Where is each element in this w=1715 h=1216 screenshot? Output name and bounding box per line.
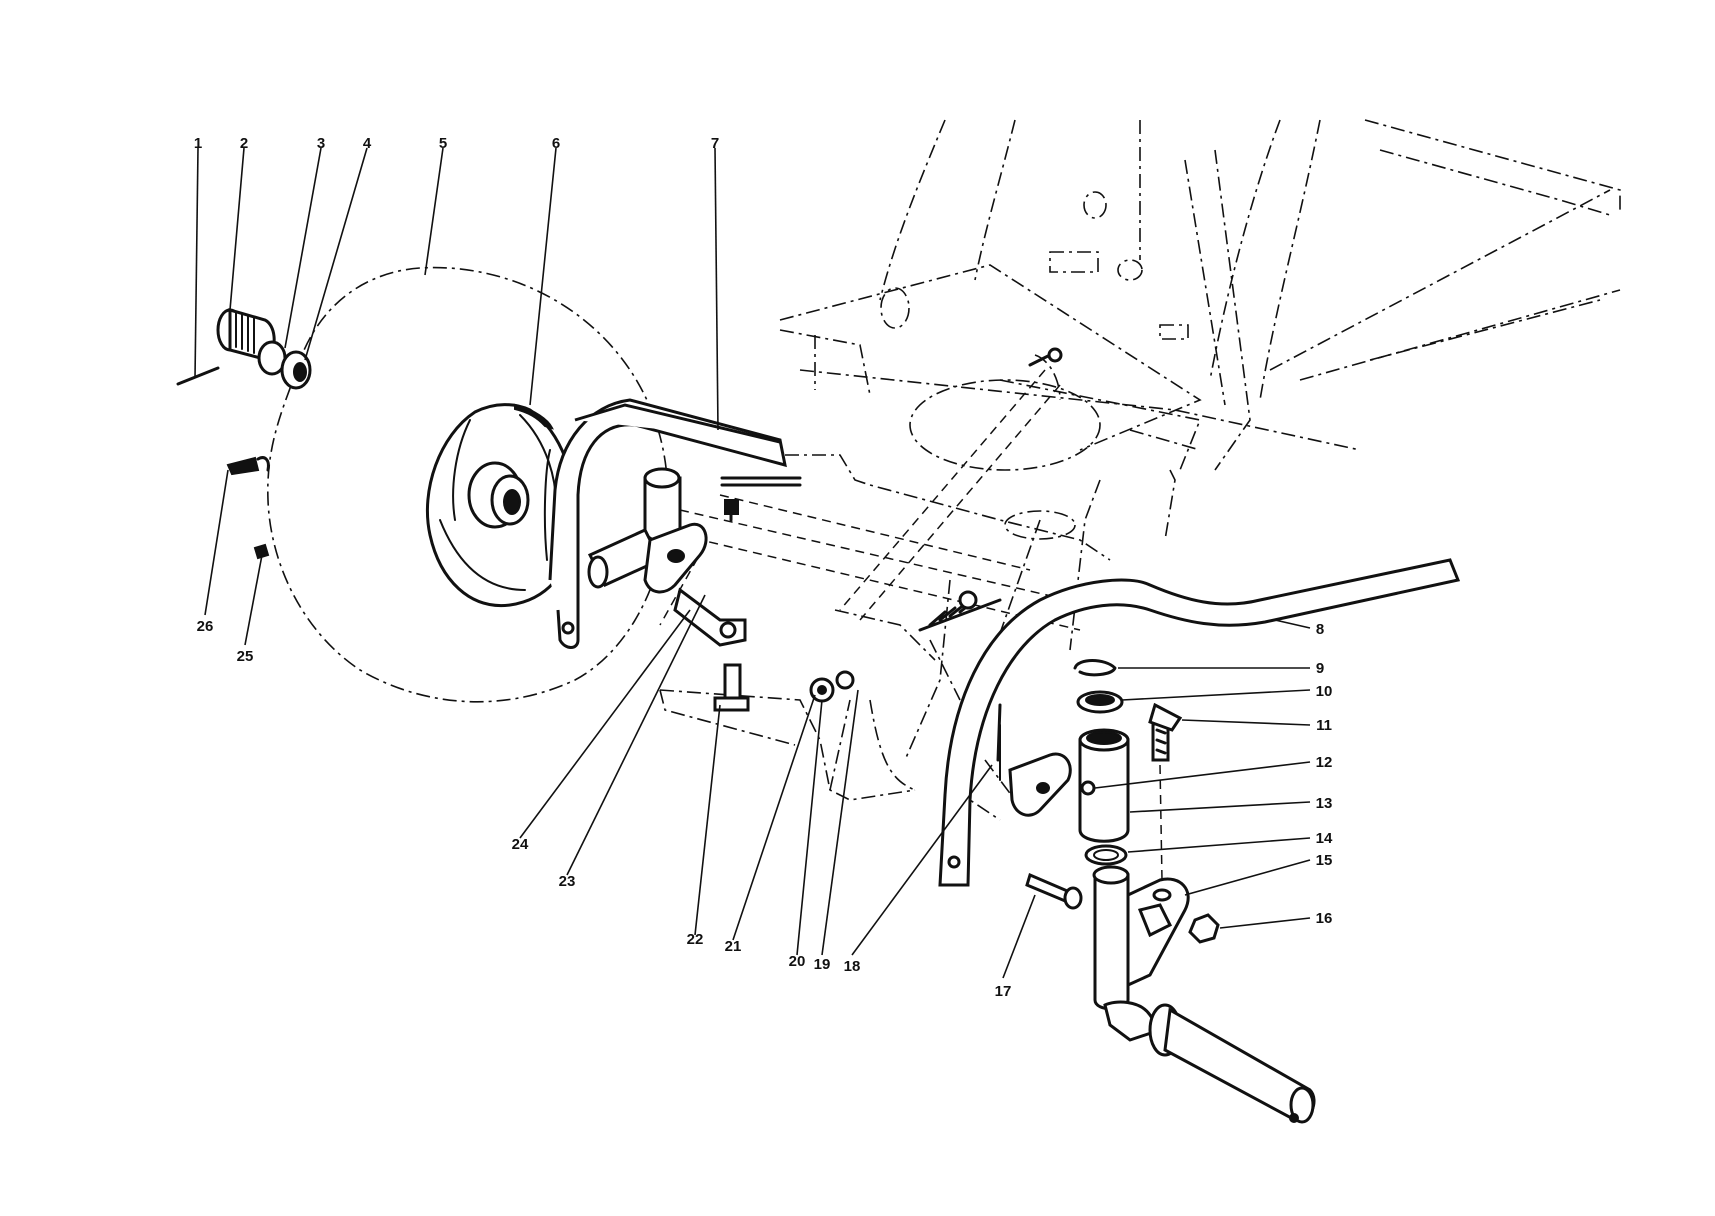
callout-labels: 1 2 3 4 5 6 7 8 9 10 11 12 13 14 15 16 1…: [194, 135, 1333, 1000]
spindle-left: [587, 522, 708, 594]
callout-21: 21: [725, 938, 742, 955]
callout-2: 2: [240, 135, 248, 152]
tie-rod: [918, 347, 1063, 632]
callout-20: 20: [789, 953, 806, 970]
bushing: [1076, 690, 1124, 714]
spindle-assembly: [1092, 865, 1316, 1124]
callout-22: 22: [687, 931, 704, 948]
hidden-axle-lines: [659, 369, 1091, 631]
axle-bracket-left: [543, 398, 787, 649]
callout-26: 26: [197, 618, 214, 635]
callout-16: 16: [1316, 910, 1333, 927]
callout-4: 4: [363, 135, 372, 152]
steering-arm-left: [673, 587, 747, 647]
spindle-bushings: [1073, 659, 1183, 881]
pivot-right: [996, 703, 1083, 910]
callout-12: 12: [1316, 754, 1333, 771]
callout-25: 25: [237, 648, 254, 665]
axle-bracket-right: [938, 558, 1461, 887]
washer-14: [1084, 844, 1128, 866]
ball-joints: [809, 670, 855, 703]
callout-18: 18: [844, 958, 861, 975]
callout-7: 7: [711, 135, 719, 152]
callout-6: 6: [552, 135, 560, 152]
callout-14: 14: [1316, 830, 1333, 847]
spindle-tube: [1078, 728, 1130, 843]
hub-parts: [176, 308, 312, 560]
callout-13: 13: [1316, 795, 1333, 812]
valve-stem: [226, 456, 260, 476]
callout-23: 23: [559, 873, 576, 890]
cotter-pin: [176, 366, 220, 386]
tire: [267, 266, 669, 703]
callout-10: 10: [1316, 683, 1333, 700]
callout-11: 11: [1316, 717, 1332, 734]
callout-5: 5: [439, 135, 447, 152]
chassis-frame: [659, 119, 1621, 821]
bolts-left: [713, 476, 802, 712]
leader-lines: [194, 147, 1311, 979]
callout-9: 9: [1316, 660, 1324, 677]
bearing: [280, 350, 312, 390]
callout-24: 24: [512, 836, 529, 853]
callout-8: 8: [1316, 621, 1324, 638]
callout-1: 1: [194, 135, 202, 152]
callout-15: 15: [1316, 852, 1333, 869]
callout-19: 19: [814, 956, 831, 973]
callout-3: 3: [317, 135, 325, 152]
callout-17: 17: [995, 983, 1012, 1000]
grease-fitting: [1080, 780, 1096, 796]
snap-ring: [1073, 659, 1117, 677]
valve-cap: [253, 543, 270, 560]
